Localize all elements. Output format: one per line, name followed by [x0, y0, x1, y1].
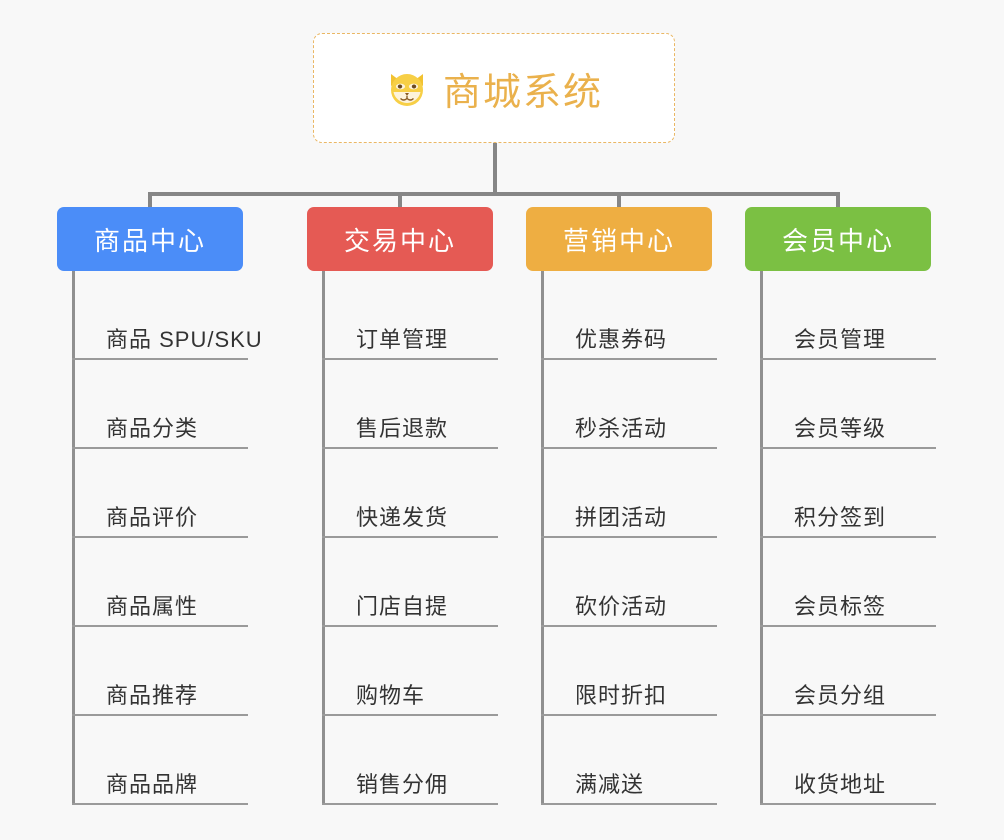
connector-drop-member-center: [836, 192, 840, 208]
root-title: 商城系统: [442, 71, 603, 114]
connector-horizontal-bus: [149, 192, 839, 196]
list-item[interactable]: 商品品牌: [72, 716, 248, 805]
item-column-product-center: 商品 SPU/SKU 商品分类商品评价商品属性商品推荐商品品牌: [72, 271, 262, 805]
list-item[interactable]: 优惠券码: [541, 271, 717, 360]
column-stem-member-center: [760, 271, 763, 805]
list-item-label: 会员管理: [794, 326, 887, 352]
item-column-member-center: 会员管理会员等级积分签到会员标签会员分组收货地址: [760, 271, 936, 805]
list-item-label: 满减送: [575, 771, 645, 797]
list-item-label: 订单管理: [356, 326, 449, 352]
list-item-label: 会员标签: [794, 593, 887, 619]
category-label: 会员中心: [781, 225, 894, 256]
list-item-label: 优惠券码: [575, 326, 668, 352]
column-stem-marketing-center: [541, 271, 544, 805]
list-item-label: 会员分组: [794, 682, 887, 708]
list-item-label: 秒杀活动: [575, 415, 668, 441]
root-node[interactable]: 商城系统: [313, 33, 675, 143]
list-item[interactable]: 积分签到: [760, 449, 936, 538]
list-item-label: 会员等级: [794, 415, 887, 441]
list-item[interactable]: 商品推荐: [72, 627, 248, 716]
list-item[interactable]: 商品 SPU/SKU: [72, 271, 262, 360]
category-box-trade-center[interactable]: 交易中心: [307, 207, 493, 271]
item-column-trade-center: 订单管理售后退款快递发货门店自提购物车销售分佣: [322, 271, 498, 805]
list-item[interactable]: 会员标签: [760, 538, 936, 627]
list-item-label: 商品 SPU/SKU: [106, 326, 263, 352]
category-box-member-center[interactable]: 会员中心: [745, 207, 931, 271]
list-item-label: 积分签到: [794, 504, 887, 530]
list-item-label: 商品品牌: [106, 771, 199, 797]
category-box-marketing-center[interactable]: 营销中心: [526, 207, 712, 271]
list-item[interactable]: 销售分佣: [322, 716, 498, 805]
list-item-label: 商品属性: [106, 593, 199, 619]
list-item-label: 销售分佣: [356, 771, 449, 797]
column-stem-product-center: [72, 271, 75, 805]
category-label: 商品中心: [93, 225, 206, 256]
list-item[interactable]: 拼团活动: [541, 449, 717, 538]
list-item[interactable]: 砍价活动: [541, 538, 717, 627]
connector-drop-trade-center: [398, 192, 402, 208]
category-label: 交易中心: [343, 225, 456, 256]
list-item-label: 购物车: [356, 682, 426, 708]
list-item-label: 商品推荐: [106, 682, 199, 708]
connector-root-vertical: [493, 143, 497, 194]
list-item[interactable]: 满减送: [541, 716, 717, 805]
connector-drop-product-center: [148, 192, 152, 208]
list-item[interactable]: 订单管理: [322, 271, 498, 360]
category-label: 营销中心: [562, 225, 675, 256]
list-item-label: 收货地址: [794, 771, 887, 797]
list-item-label: 门店自提: [356, 593, 449, 619]
list-item[interactable]: 售后退款: [322, 360, 498, 449]
dog-face-icon: [385, 66, 429, 110]
list-item[interactable]: 秒杀活动: [541, 360, 717, 449]
list-item[interactable]: 会员分组: [760, 627, 936, 716]
list-item[interactable]: 商品分类: [72, 360, 248, 449]
category-box-product-center[interactable]: 商品中心: [57, 207, 243, 271]
list-item[interactable]: 收货地址: [760, 716, 936, 805]
list-item[interactable]: 购物车: [322, 627, 498, 716]
list-item[interactable]: 限时折扣: [541, 627, 717, 716]
list-item[interactable]: 会员等级: [760, 360, 936, 449]
list-item-label: 售后退款: [356, 415, 449, 441]
list-item[interactable]: 商品属性: [72, 538, 248, 627]
list-item-label: 砍价活动: [575, 593, 668, 619]
list-item-label: 商品评价: [106, 504, 199, 530]
list-item[interactable]: 门店自提: [322, 538, 498, 627]
list-item[interactable]: 快递发货: [322, 449, 498, 538]
list-item-label: 拼团活动: [575, 504, 668, 530]
connector-drop-marketing-center: [617, 192, 621, 208]
column-stem-trade-center: [322, 271, 325, 805]
list-item[interactable]: 商品评价: [72, 449, 248, 538]
list-item-label: 限时折扣: [575, 682, 668, 708]
list-item-label: 快递发货: [356, 504, 449, 530]
item-column-marketing-center: 优惠券码秒杀活动拼团活动砍价活动限时折扣满减送: [541, 271, 717, 805]
list-item-label: 商品分类: [106, 415, 199, 441]
list-item[interactable]: 会员管理: [760, 271, 936, 360]
